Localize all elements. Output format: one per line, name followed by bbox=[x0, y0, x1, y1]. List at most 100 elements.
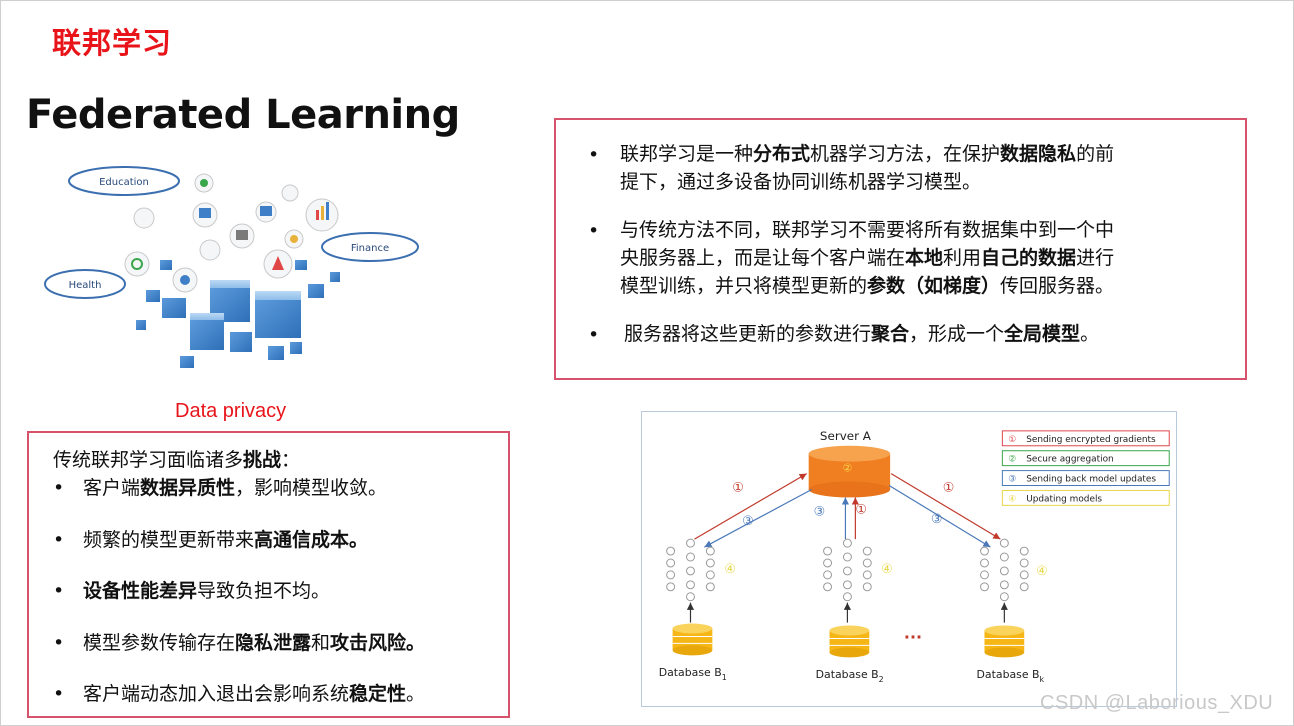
bullet: • bbox=[53, 683, 65, 705]
bullet: • bbox=[53, 632, 65, 654]
label-return-left: ③ bbox=[742, 514, 754, 529]
database-3 bbox=[984, 625, 1025, 658]
bold-run: 高通信成本。 bbox=[254, 529, 369, 551]
legend-num: ③ bbox=[1008, 475, 1016, 485]
client-model-2 bbox=[823, 538, 872, 602]
database-1 bbox=[672, 623, 713, 656]
health-label: Health bbox=[69, 280, 102, 291]
database-label-2: Database B2 bbox=[816, 668, 884, 684]
text-run: ，形成一个 bbox=[909, 323, 1005, 345]
bold-run: 聚合 bbox=[871, 323, 910, 345]
database-2 bbox=[829, 625, 870, 658]
text-run: 模型训练，并只将模型更新的 bbox=[620, 275, 868, 297]
challenge-item: • 客户端动态加入退出会影响系统稳定性。 bbox=[53, 679, 425, 706]
text-run: 频繁的模型更新带来 bbox=[83, 529, 255, 551]
bold-run: 隐私泄露 bbox=[235, 632, 312, 654]
data-cubes bbox=[136, 260, 340, 368]
client-model-1 bbox=[666, 538, 715, 602]
legend-text: Secure aggregation bbox=[1026, 455, 1114, 465]
label-return-right: ③ bbox=[931, 512, 943, 527]
bold-run: 数据异质性 bbox=[140, 477, 236, 499]
text-run: 。 bbox=[1080, 323, 1100, 345]
arrow-send-left bbox=[694, 473, 807, 540]
text-run: 进行 bbox=[1076, 247, 1115, 269]
challenge-item: • 设备性能差异导致负担不均。 bbox=[53, 576, 330, 603]
text-run: 联邦学习是一种 bbox=[620, 143, 754, 165]
text-run: 客户端 bbox=[83, 477, 141, 499]
bullet: • bbox=[53, 580, 65, 602]
education-label: Education bbox=[99, 177, 149, 188]
db-sub: k bbox=[1040, 675, 1045, 684]
text-run: 。 bbox=[406, 683, 426, 705]
challenge-item: • 客户端数据异质性，影响模型收敛。 bbox=[53, 473, 387, 500]
text-run: 机器学习方法，在保护 bbox=[810, 143, 1001, 165]
federated-learning-illustration: Education Finance Health bbox=[44, 166, 419, 368]
label-return-mid: ③ bbox=[814, 504, 826, 519]
server-label: Server A bbox=[820, 429, 872, 443]
arrow-return-left bbox=[704, 488, 812, 548]
client-model-3 bbox=[980, 538, 1029, 602]
bold-run: 本地 bbox=[905, 247, 944, 269]
education-cloud: Education bbox=[68, 166, 180, 196]
ellipsis: ... bbox=[904, 623, 922, 642]
bold-run: 攻击风险。 bbox=[330, 632, 426, 654]
update-label-3: ④ bbox=[1036, 564, 1048, 579]
definition-box: • 联邦学习是一种分布式机器学习方法，在保护数据隐私的前 提下，通过多设备协同训… bbox=[554, 118, 1247, 380]
text-run: ，影响模型收敛。 bbox=[235, 477, 388, 499]
text-run: 提下，通过多设备协同训练机器学习模型。 bbox=[620, 171, 982, 193]
legend-text: Sending back model updates bbox=[1026, 475, 1156, 485]
legend-text: Sending encrypted gradients bbox=[1026, 435, 1156, 445]
bullet: • bbox=[588, 324, 600, 346]
line: 与传统方法不同，联邦学习不需要将所有数据集中到一个中 bbox=[620, 216, 1200, 244]
text-run: 导致负担不均。 bbox=[197, 580, 331, 602]
text-run: 传统联邦学习面临诸多 bbox=[53, 449, 244, 471]
text-run: 与传统方法不同，联邦学习不需要将所有数据集中到一个中 bbox=[620, 219, 1115, 241]
text-run: 的前 bbox=[1076, 143, 1115, 165]
bold-run: 挑战 bbox=[243, 449, 282, 471]
diagram-legend: ① Sending encrypted gradients ② Secure a… bbox=[1001, 430, 1170, 506]
label-send-left: ① bbox=[732, 480, 744, 495]
text-run: 客户端动态加入退出会影响系统 bbox=[83, 683, 350, 705]
legend-num: ① bbox=[1008, 435, 1016, 445]
bullet: • bbox=[53, 477, 65, 499]
bold-run: 全局模型 bbox=[1004, 323, 1081, 345]
finance-cloud: Finance bbox=[321, 232, 419, 262]
update-label-2: ④ bbox=[881, 562, 893, 577]
db-name: Database B bbox=[977, 668, 1040, 681]
text-run: 服务器将这些更新的参数进行 bbox=[624, 323, 872, 345]
update-label-1: ④ bbox=[724, 562, 736, 577]
bold-run: 自己的数据 bbox=[981, 247, 1077, 269]
text-run: 传回服务器。 bbox=[1000, 275, 1115, 297]
text-run: 和 bbox=[311, 632, 331, 654]
line: 央服务器上，而是让每个客户端在本地利用自己的数据进行 bbox=[620, 244, 1200, 272]
server-cylinder: ② bbox=[808, 445, 891, 498]
challenge-item: • 频繁的模型更新带来高通信成本。 bbox=[53, 525, 368, 552]
line: 提下，通过多设备协同训练机器学习模型。 bbox=[620, 168, 1200, 196]
pin-glyphs bbox=[131, 179, 329, 285]
arrow-send-right bbox=[890, 473, 1001, 540]
db-name: Database B bbox=[816, 668, 879, 681]
label-send-mid: ① bbox=[855, 502, 867, 517]
text-run: ： bbox=[281, 449, 301, 471]
bullet: • bbox=[588, 144, 600, 166]
database-label-3: Database Bk bbox=[977, 668, 1045, 684]
bullet: • bbox=[588, 220, 600, 242]
db-name: Database B bbox=[659, 666, 722, 679]
database-label-1: Database B1 bbox=[659, 666, 727, 682]
page-title-en: Federated Learning bbox=[26, 92, 460, 138]
bullet: • bbox=[53, 529, 65, 551]
arrow-return-right bbox=[888, 484, 991, 548]
watermark: CSDN @Laborious_XDU bbox=[1040, 692, 1274, 714]
bold-run: 数据隐私 bbox=[1000, 143, 1077, 165]
bold-run: 设备性能差异 bbox=[83, 580, 198, 602]
challenges-box: 传统联邦学习面临诸多挑战： • 客户端数据异质性，影响模型收敛。 • 频繁的模型更新… bbox=[27, 431, 510, 718]
federated-architecture-diagram: Server A ② ① ③ ③ ① ① ③ ① Sending encrypt… bbox=[641, 411, 1177, 707]
legend-num: ② bbox=[1008, 455, 1016, 465]
db-sub: 1 bbox=[722, 673, 727, 682]
health-cloud: Health bbox=[44, 269, 126, 299]
line: 服务器将这些更新的参数进行聚合，形成一个全局模型。 bbox=[624, 320, 1204, 348]
bold-run: 稳定性 bbox=[349, 683, 407, 705]
definition-item-1: 联邦学习是一种分布式机器学习方法，在保护数据隐私的前 提下，通过多设备协同训练机… bbox=[620, 140, 1200, 196]
line: 联邦学习是一种分布式机器学习方法，在保护数据隐私的前 bbox=[620, 140, 1200, 168]
challenges-intro: 传统联邦学习面临诸多挑战： bbox=[53, 445, 300, 472]
